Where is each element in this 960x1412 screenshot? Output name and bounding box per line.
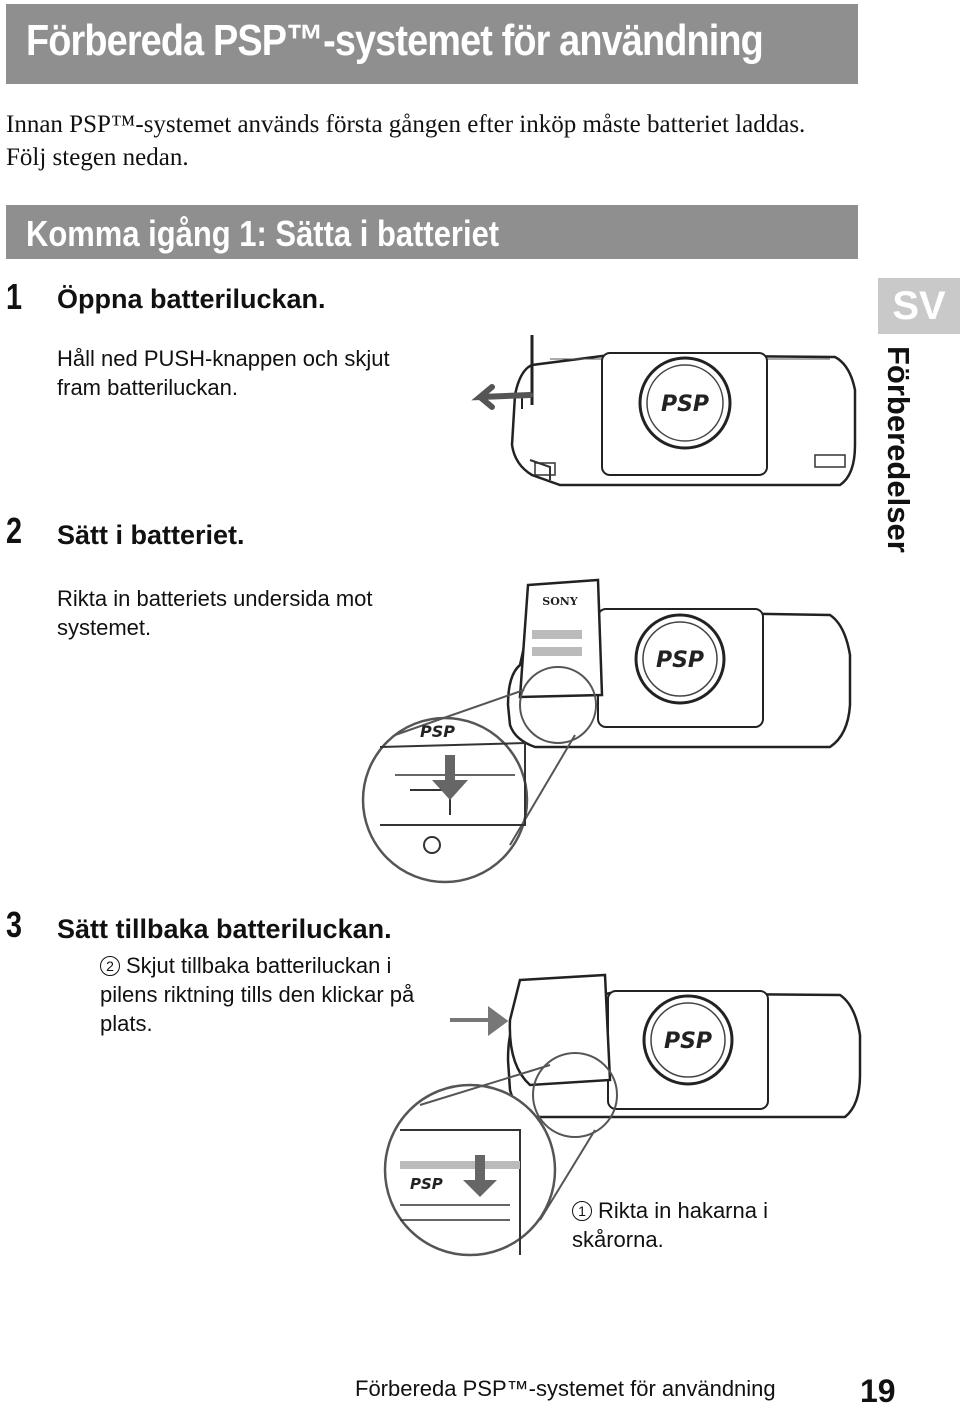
callout-text: Rikta in hakarna i skårorna. [572,1198,768,1252]
step-1-title: Öppna batteriluckan. [57,284,326,314]
step-3-text: Skjut tillbaka batteriluckan i pilens ri… [100,953,415,1036]
page-title-bar: Förbereda PSP™-systemet för användning [6,4,858,84]
footer-text: Förbereda PSP™-systemet för användning [355,1376,776,1401]
step-1-number: 1 [6,276,23,317]
step-2-number: 2 [6,510,23,551]
psp-open-cover-illustration: PSP [471,335,857,487]
section-title-bar: Komma igång 1: Sätta i batteriet [6,205,858,259]
psp-logo: PSP [661,392,709,417]
battery-brand: SONY [542,595,578,608]
psp-logo-2: PSP [656,648,704,673]
psp-logo-zoom-2: PSP [410,1175,443,1193]
language-tab: SV [878,278,960,334]
psp-logo-zoom: PSP [420,722,455,741]
intro-paragraph: Innan PSP™-systemet används första gånge… [6,111,806,171]
psp-close-cover-illustration: PSP PSP [383,973,862,1257]
step-3-sub-number: 2 [100,956,120,976]
step-1-text: Håll ned PUSH-knappen och skjut fram bat… [57,346,390,400]
step-3-title: Sätt tillbaka batteriluckan. [57,914,392,944]
step-2-title: Sätt i batteriet. [57,520,245,550]
page-number: 19 [860,1373,896,1409]
page-title: Förbereda PSP™-systemet för användning [26,16,764,65]
section-title: Komma igång 1: Sätta i batteriet [26,213,500,254]
psp-logo-3: PSP [664,1029,712,1054]
step-3-number: 3 [6,904,23,945]
chapter-tab: Förberedelser [880,346,928,576]
callout-number: 1 [572,1201,592,1221]
step-2-text: Rikta in batteriets undersida mot system… [57,586,373,640]
psp-insert-battery-illustration: PSP SONY PSP [361,578,852,884]
chapter-label: Förberedelser [881,346,916,553]
